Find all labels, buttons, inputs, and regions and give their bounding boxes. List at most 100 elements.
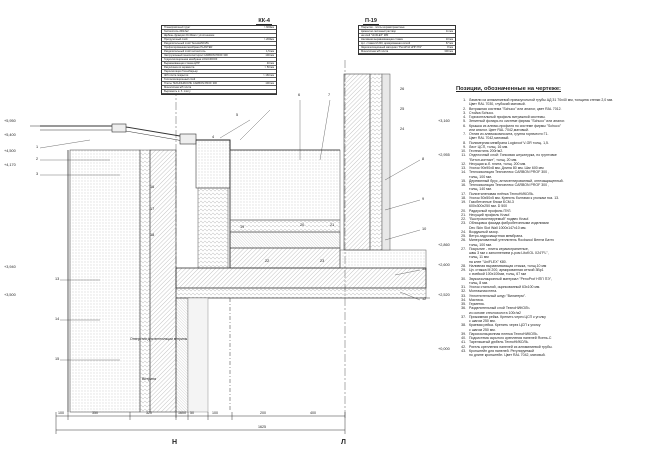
legend-number: 14. (461, 170, 466, 175)
layer-name: Теплоизоляционный слой (164, 78, 196, 81)
legend-item: 10.Геотекстиль 200г/м2. (456, 149, 648, 153)
legend-text: Радиусный профиль ПУЛ. (469, 208, 512, 213)
legend-text: Подсистема скрытого крепления панелей Яс… (469, 336, 552, 340)
legend-item: 28.Наливная выравнивающая стяжка, толщ.1… (456, 264, 648, 268)
table-row: Звукоизоляционный материал "PenoProf НПП… (359, 46, 455, 50)
dimension-value: 1600 (178, 411, 186, 415)
legend-number: 17. (461, 191, 466, 196)
table-row: Цементно-песчаный раствор 11 мм (359, 30, 455, 34)
legend-text: Цвет RAL 7042,матовый. (469, 136, 510, 141)
callout: 14 (55, 317, 59, 321)
legend-number: 34. (461, 297, 466, 302)
legend-text: толщ. 8 мм. (469, 280, 489, 285)
layer-thickness: 11 мм (446, 30, 453, 33)
table-row: Гидроизоляционная мембрана LOGICROOF (162, 58, 276, 62)
skylight (30, 123, 197, 145)
legend-number: 8. (463, 140, 466, 145)
layer-name: Ц.п. стяжка М 200, армированная сеткой (361, 42, 411, 45)
legend-item: 5.Зенитный фонарь по системе фирмы "Schu… (456, 119, 648, 123)
legend-panel: Позиции, обозначенные на чертеже: 1.Ламе… (456, 86, 648, 446)
legend-item: Dec Skin Slot Wall 1000х147х10 мм. (456, 226, 648, 230)
table-row: Щебень фракции 20-40мм с уплотнением (162, 34, 276, 38)
layer-name: Покрытие - плиты керамогранитные (361, 26, 405, 29)
legend-item: толщ. 8 мм. (456, 281, 648, 285)
callout: 18 (150, 233, 154, 237)
legend-text: Облицовка фасада фибробетонными изделиям… (469, 221, 549, 226)
legend-text: Минераловатный утеплитель Rockwool Вентм… (469, 238, 555, 243)
legend-number: 26. (461, 238, 466, 243)
layer-thickness: 10 мм (445, 38, 453, 41)
legend-number: 18. (461, 195, 466, 200)
legend-text: Отлив из алюмокомпозита, группа горючест… (469, 132, 549, 136)
legend-item: 26.Минераловатный утеплитель Rockwool Ве… (456, 238, 648, 242)
legend-number: 32. (461, 289, 466, 294)
axis-lines (175, 60, 346, 420)
layer-name: Плиты ТЕХНОНИКОЛЬ CARBON PROF 300 (164, 82, 217, 85)
elevation: +5,950 (4, 119, 16, 123)
legend-item: Цвет RAL 7030, глубокий матовый. (456, 102, 648, 106)
legend-text: Теплоизоляция Техноплекс CARBON PROF 300… (469, 183, 550, 187)
legend-text: Уголок стальной, оцинкованный 63х100 мм. (469, 285, 541, 289)
layer-name: Цементно-песчаный раствор (361, 30, 396, 33)
elevation: +5,400 (4, 133, 16, 137)
legend-text: или аналог. Цвет RAL 7042,матовый. (469, 127, 529, 132)
table-row: на клей "UniFLEX" К80 (359, 34, 455, 38)
legend-text: Стойка Schuco. (469, 110, 495, 115)
legend-number: 36. (461, 306, 466, 311)
legend-number: 4. (463, 115, 466, 119)
layer-thickness: 67 мм (445, 42, 453, 45)
legend-number: 42. (461, 344, 466, 349)
callout: 26 (400, 87, 404, 91)
callout: 23 (320, 259, 324, 263)
legend-item: 25.Ветро-гидрозащитная мембрана. (456, 234, 648, 238)
layer-name: Разделительный слой ТехноНИКОЛЬ (164, 42, 209, 45)
layer-name: Пароизоляция Технобарьер (164, 70, 198, 73)
legend-number: 30. (461, 276, 466, 281)
dimension-value: 400 (310, 411, 316, 415)
elevation-marks: +5,950 +5,400 +4,500 +4,170 +3,940 +3,50… (4, 119, 450, 351)
legend-number: 27. (461, 246, 466, 251)
layer-name: Ж/б плита покрытия (164, 74, 189, 77)
lower-structure (175, 297, 231, 413)
legend-text: Монтажная пена. (469, 289, 498, 294)
legend-number: 20. (461, 208, 466, 213)
legend-text: Прижимная рейка. Крепить через ЦСП к уго… (469, 314, 546, 319)
legend-item: толщ. 100 мм. (456, 243, 648, 247)
elevation: +3,500 (4, 293, 16, 297)
legend-text: Деревянный брус, антисептированный, огне… (469, 178, 564, 183)
legend-text: Зенитный фонарь по системе фирмы "Schuco… (469, 119, 565, 124)
elevation: +2,600 (438, 263, 450, 267)
legend-text: на клее "UniFLEX" К80. (469, 259, 507, 264)
legend-number: 29. (461, 268, 466, 272)
table-row: Разделительный слой ТехноНИКОЛЬ (162, 42, 276, 46)
legend-text: Краевая рейка. Крепить через ЦСП к уголк… (469, 323, 541, 328)
legend-number: 1. (463, 98, 466, 102)
legend-item: 2.Витражная система "Schuco" или аналог,… (456, 107, 648, 111)
legend-text: Пароизоляционная пленка ТехноНИКОЛЬ. (469, 331, 539, 336)
legend-item: 4.Горизонтальный профиль витражной систе… (456, 115, 648, 119)
table-header: П-19 (363, 18, 379, 25)
callout: 20 (300, 223, 304, 227)
legend-item: 17.Полиэтиленовая плёнка ТехноНИКОЛЬ. (456, 192, 648, 196)
callout: 4 (212, 135, 214, 139)
legend-text: Несущий профиль Knauf. (469, 212, 511, 217)
legend-text: Газобетонные блоки БСМ-3 (469, 200, 514, 204)
legend-text: Полимерная мембрана Logicroof V-GR толщ.… (469, 140, 549, 145)
layer-thickness: 300 мм (444, 50, 453, 53)
legend-text: Воздушный зазор. (469, 229, 499, 234)
legend-text: Отделочный слой: Гипсовая штукатурка, по… (469, 153, 557, 158)
legend-item: 38.Краевая рейка. Крепить через ЦСП к уг… (456, 323, 648, 327)
elevation: +0,000 (438, 347, 450, 351)
opening-note: Отверстия для вентиляции витрины (130, 337, 188, 341)
legend-item: 7.Отлив из алюмокомпозита, группа горюче… (456, 132, 648, 136)
table-row: Теплоизоляционный слой (162, 78, 276, 82)
legend-item: с шагом 250 мм. (456, 319, 648, 323)
legend-text: Лист ЦСП, толщ. 16 мм. (469, 144, 509, 149)
legend-item: 30.Звукоизоляционный материал "PenoProf … (456, 277, 648, 281)
callout: 10 (422, 227, 426, 231)
layer-thickness: 1,5 мм (266, 50, 274, 53)
